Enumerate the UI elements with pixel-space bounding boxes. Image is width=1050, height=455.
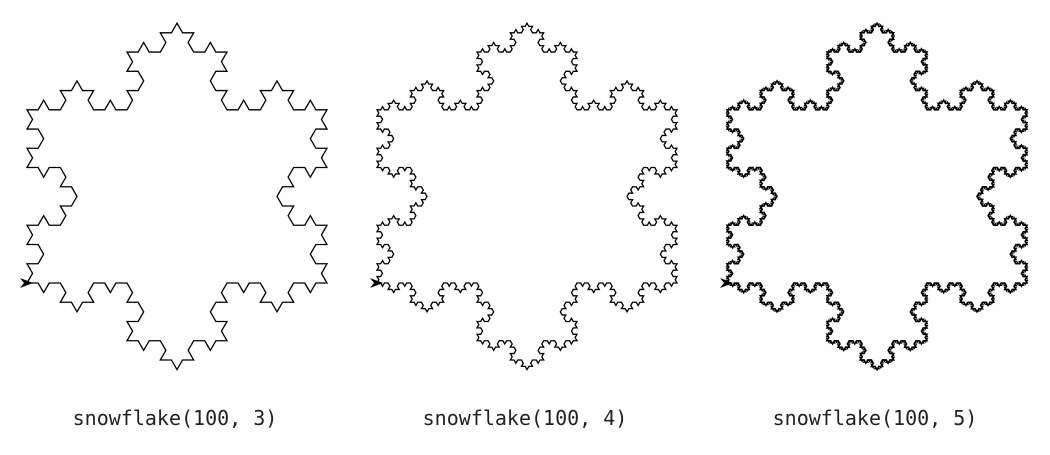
- turtle-cursor-icon: [720, 278, 733, 288]
- caption-snowflake-order-4: snowflake(100, 4): [422, 406, 628, 430]
- turtle-cursor-icon: [370, 278, 383, 288]
- caption-snowflake-order-3: snowflake(100, 3): [72, 406, 278, 430]
- koch-snowflake-order-3: [20, 21, 329, 371]
- turtle-cursor-icon: [20, 278, 33, 288]
- koch-snowflake-order-5: [720, 21, 1029, 372]
- koch-snowflake-order-4: [370, 21, 679, 371]
- snowflake-outline: [725, 21, 1029, 372]
- snowflake-outline: [375, 21, 679, 371]
- caption-snowflake-order-5: snowflake(100, 5): [772, 406, 978, 430]
- snowflake-outline: [25, 21, 329, 371]
